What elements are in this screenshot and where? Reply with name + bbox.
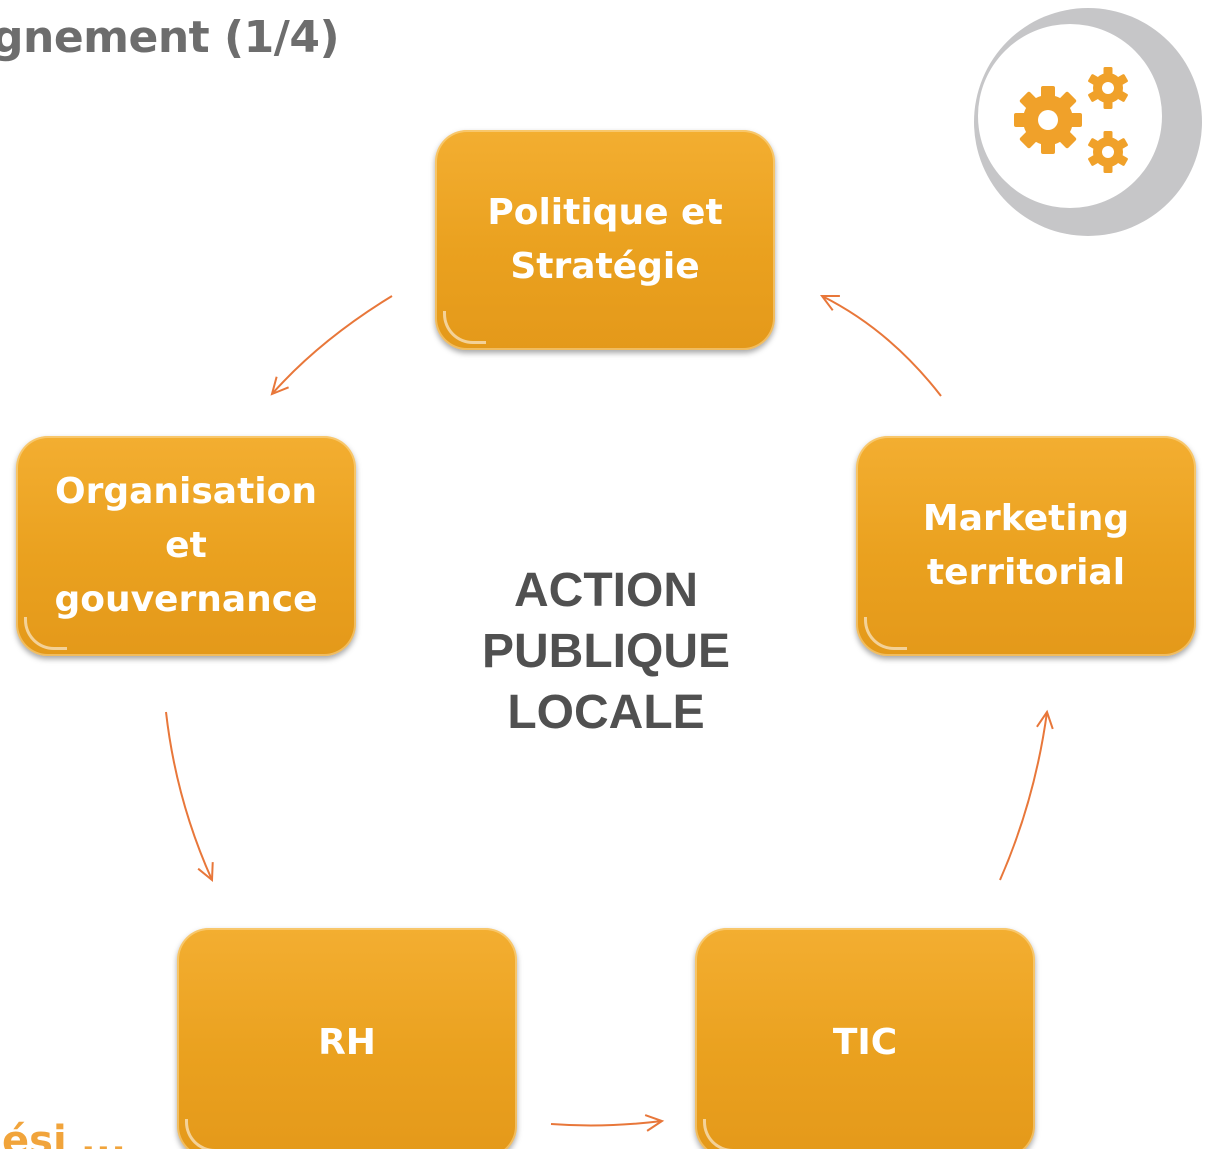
node-tic-label: TIC — [832, 1022, 898, 1063]
big-gear — [1014, 86, 1082, 154]
arrow-politique-to-organisation — [270, 295, 393, 396]
center-line2: PUBLIQUE — [481, 625, 730, 678]
arrow-organisation-to-rh — [165, 711, 214, 883]
node-politique-line1: Politique et — [487, 192, 723, 233]
node-rh-label: RH — [318, 1022, 376, 1063]
node-organisation-line1: Organisation — [54, 471, 317, 512]
center-label: ACTION PUBLIQUE LOCALE — [456, 560, 756, 743]
arrow-tic-to-marketing — [999, 709, 1054, 881]
small-gear-top — [1088, 67, 1128, 109]
page-title: gnement (1/4) — [0, 12, 340, 63]
center-line1: ACTION — [514, 564, 698, 617]
center-line3: LOCALE — [507, 686, 705, 739]
node-politique-line2: Stratégie — [510, 246, 700, 287]
node-marketing-line1: Marketing — [922, 498, 1130, 539]
node-marketing-line2: territorial — [926, 552, 1126, 593]
arrow-rh-to-tic — [550, 1114, 665, 1132]
node-marketing-territorial: Marketing territorial — [856, 436, 1196, 656]
node-organisation-line2: et — [165, 525, 207, 566]
node-rh: RH — [177, 928, 517, 1149]
small-gear-bottom — [1088, 131, 1128, 173]
node-organisation-line3: gouvernance — [54, 579, 318, 620]
node-tic: TIC — [695, 928, 1035, 1149]
node-politique-strategie: Politique et Stratégie — [435, 130, 775, 350]
node-organisation-gouvernance: Organisation et gouvernance — [16, 436, 356, 656]
cropped-bottom-text: ési ... — [2, 1118, 127, 1149]
arrow-marketing-to-politique — [820, 294, 942, 397]
